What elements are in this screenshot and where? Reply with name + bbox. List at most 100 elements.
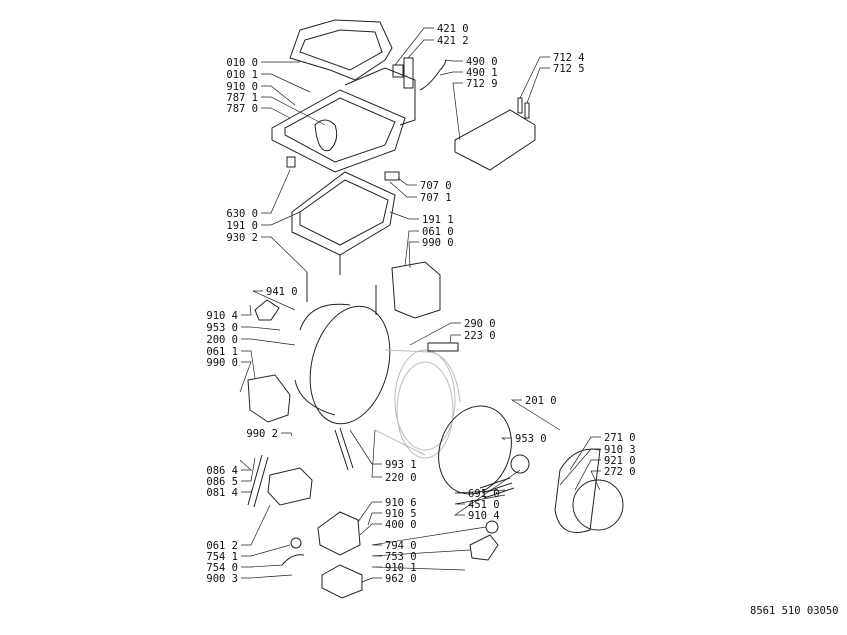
part-label: 941 0: [266, 286, 298, 298]
part-label: 223 0: [464, 330, 496, 342]
part-label: 990 2: [246, 428, 278, 440]
leader-line: [389, 181, 417, 198]
part-label: 061 2: [206, 540, 238, 552]
leader-line: [444, 59, 463, 62]
leader-line: [241, 574, 293, 579]
leader-line: [394, 27, 434, 66]
part-rear-cover: [554, 448, 601, 533]
part-label: 290 0: [464, 318, 496, 330]
part-label: 086 5: [206, 476, 238, 488]
part-label: 910 3: [604, 444, 636, 456]
leader-line: [239, 459, 252, 471]
part-label: 930 2: [226, 232, 258, 244]
leader-line: [371, 429, 382, 478]
leader-line: [241, 489, 253, 493]
part-left-box: [247, 374, 291, 423]
part-label: 910 6: [385, 497, 417, 509]
part-label: 910 4: [206, 310, 238, 322]
leader-line: [367, 512, 382, 526]
leader-line: [349, 429, 382, 465]
part-board: [391, 261, 441, 319]
part-label: 787 1: [226, 92, 258, 104]
part-label: 712 4: [553, 52, 585, 64]
part-label: 061 0: [422, 226, 454, 238]
leader-line: [510, 399, 561, 431]
part-pulley: [510, 454, 530, 474]
part-label: 910 5: [385, 508, 417, 520]
part-label: 490 0: [466, 56, 498, 68]
leader-line: [559, 448, 601, 486]
leader-line: [281, 432, 293, 437]
leader-line: [454, 489, 506, 494]
leader-line: [241, 350, 256, 379]
part-label: 712 9: [466, 78, 498, 90]
leader-line: [261, 211, 301, 226]
part-label: 910 0: [226, 81, 258, 93]
leader-line: [500, 437, 512, 441]
part-label: 993 1: [385, 459, 417, 471]
leader-line: [389, 211, 419, 220]
leader-line: [241, 457, 256, 482]
part-plate: [403, 57, 414, 89]
part-drum-back: [396, 361, 454, 459]
part-label: 081 4: [206, 487, 238, 499]
part-label: 086 4: [206, 465, 238, 477]
leader-line: [261, 107, 291, 119]
part-filter-cap: [290, 537, 302, 549]
leader-line: [241, 544, 291, 557]
part-label: 400 0: [385, 519, 417, 531]
leader-line: [357, 501, 382, 523]
part-label: 707 0: [420, 180, 452, 192]
leader-lines: [239, 27, 601, 583]
part-door-seal: [314, 119, 338, 152]
part-label: 220 0: [385, 472, 417, 484]
part-label: 990 0: [206, 357, 238, 369]
leader-line: [241, 304, 252, 316]
part-label: 962 0: [385, 573, 417, 585]
leader-line: [404, 230, 419, 267]
part-label: 200 0: [206, 334, 238, 346]
leader-line: [241, 338, 296, 346]
part-tub-front: [309, 305, 391, 425]
part-hose: [281, 554, 305, 566]
part-label: 271 0: [604, 432, 636, 444]
part-794: [485, 520, 499, 534]
leader-line: [261, 236, 308, 273]
part-label: 754 1: [206, 551, 238, 563]
part-pressure-switch: [469, 534, 499, 561]
leader-line: [452, 82, 463, 141]
part-shock-1: [247, 454, 269, 508]
part-707: [384, 171, 400, 181]
parts-illustration: [247, 19, 624, 599]
leader-line: [252, 290, 296, 311]
leader-line: [454, 494, 506, 505]
leader-line: [241, 564, 284, 568]
part-label: 707 1: [420, 192, 452, 204]
part-lid: [289, 19, 393, 81]
part-label: 921 0: [604, 455, 636, 467]
part-switch: [392, 64, 404, 78]
leader-line: [261, 85, 296, 106]
part-tub-back: [294, 303, 351, 416]
part-dispenser: [454, 109, 536, 171]
part-label: 787 0: [226, 103, 258, 115]
part-223: [427, 342, 459, 352]
leader-line: [359, 523, 382, 536]
leader-line: [261, 169, 291, 214]
part-pin-1: [517, 97, 523, 114]
part-label: 010 1: [226, 69, 258, 81]
leader-line: [526, 67, 550, 104]
part-label: 953 0: [206, 322, 238, 334]
part-pin-2: [524, 102, 530, 119]
part-top-frame: [271, 89, 406, 173]
part-label: 421 0: [437, 23, 469, 35]
part-spring-1: [306, 255, 377, 315]
leader-line: [590, 470, 601, 491]
leader-line: [574, 459, 601, 491]
part-cable: [419, 59, 447, 91]
part-label: 754 0: [206, 562, 238, 574]
leader-line: [449, 334, 461, 344]
leader-line: [261, 73, 311, 93]
part-rear-pulley: [572, 479, 624, 531]
